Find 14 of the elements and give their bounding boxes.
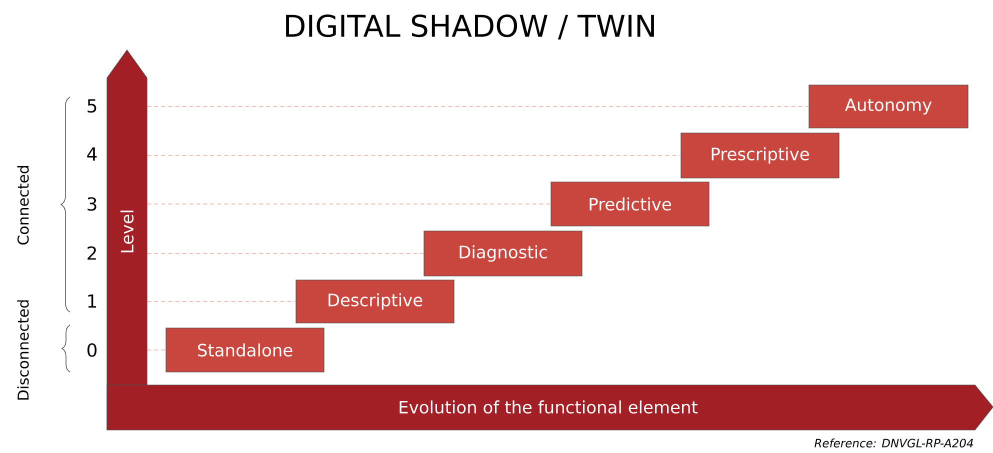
level-box: Diagnostic (424, 230, 582, 276)
guide-line (146, 253, 424, 254)
level-box: Descriptive (296, 280, 454, 324)
guide-line (146, 106, 810, 107)
level-number: 0 (87, 343, 97, 357)
guide-line (146, 155, 682, 156)
level-box: Autonomy (808, 84, 968, 128)
guide-line (146, 301, 296, 302)
group-label: Connected (17, 166, 29, 245)
level-box: Prescriptive (680, 132, 840, 178)
title: DIGITAL SHADOW / TWIN (286, 14, 654, 40)
group-label: Disconnected (17, 300, 29, 400)
level-box: Standalone (166, 328, 324, 372)
level-box: Predictive (550, 182, 710, 226)
